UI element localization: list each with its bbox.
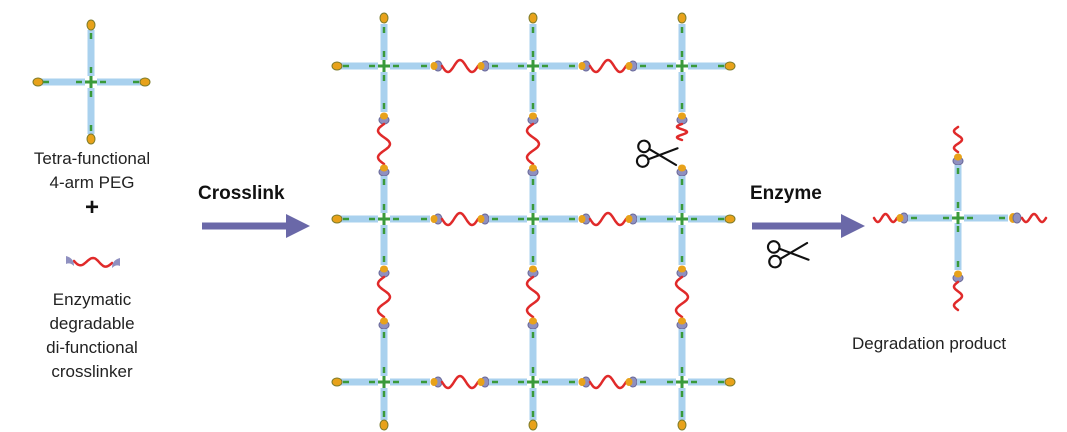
reactive-end <box>380 165 388 172</box>
reactive-end <box>954 154 962 161</box>
reactive-end <box>678 13 686 23</box>
reactive-end <box>725 378 735 386</box>
cleaved-crosslinker-chain <box>677 124 687 140</box>
crosslinker-molecule <box>66 256 120 268</box>
scissors-blade <box>779 246 808 262</box>
scissors-handle <box>636 155 649 168</box>
scissors-handle <box>767 241 780 254</box>
enzyme-arrow-head <box>841 214 865 238</box>
enzyme-arrow-label: Enzyme <box>750 183 822 205</box>
reactive-end <box>431 215 438 223</box>
scissors-blade <box>648 146 677 162</box>
crosslinker-chain <box>590 60 626 72</box>
reactive-end <box>529 420 537 430</box>
reactive-end <box>678 113 686 120</box>
scissors-handle <box>638 140 651 153</box>
residual-crosslinker <box>874 214 897 222</box>
reactive-end <box>529 318 537 325</box>
reactive-end <box>380 420 388 430</box>
reactive-end <box>87 20 95 30</box>
reactive-end <box>626 215 633 223</box>
residual-crosslinker <box>1022 214 1046 222</box>
reactive-end <box>626 62 633 70</box>
plus-sign: + <box>80 197 104 219</box>
reactive-end <box>725 215 735 223</box>
linker-cap <box>112 258 120 268</box>
reactive-end <box>431 62 438 70</box>
reactive-end <box>529 266 537 273</box>
reactive-end <box>678 266 686 273</box>
reactive-end <box>678 318 686 325</box>
crosslinker-chain <box>590 213 626 225</box>
reactive-end <box>380 318 388 325</box>
degradation-product-label: Degradation product <box>852 333 1006 355</box>
reactive-end <box>87 134 95 144</box>
reactive-end <box>529 113 537 120</box>
crosslinker-chain <box>527 277 539 317</box>
scissors-icon <box>767 238 809 268</box>
linker-label-line4: crosslinker <box>2 361 182 383</box>
reactive-end <box>579 215 586 223</box>
crosslinker-chain <box>676 277 688 317</box>
reactive-end <box>678 420 686 430</box>
crosslinker-chain <box>378 124 390 164</box>
degradation-product <box>874 127 1046 310</box>
reactive-end <box>380 13 388 23</box>
reactive-end <box>380 266 388 273</box>
crosslinker-chain <box>442 213 478 225</box>
reactive-end <box>332 378 342 386</box>
crosslink-arrow-label: Crosslink <box>198 183 285 205</box>
scissors-icon <box>636 140 678 170</box>
residual-crosslinker <box>954 127 962 152</box>
monomer-label-line1: Tetra-functional <box>2 148 182 170</box>
linker-cap <box>1013 213 1021 223</box>
crosslinker-chain <box>590 376 626 388</box>
reactive-end <box>954 271 962 278</box>
reactive-end <box>478 215 485 223</box>
reactive-end <box>626 378 633 386</box>
crosslinker-chain <box>378 277 390 317</box>
reactive-end <box>897 214 904 222</box>
reactive-end <box>579 378 586 386</box>
linker-cap <box>66 256 74 266</box>
reactive-end <box>332 62 342 70</box>
reactive-end <box>478 62 485 70</box>
crosslink-arrow-head <box>286 214 310 238</box>
monomer-label-line2: 4-arm PEG <box>2 172 182 194</box>
reactive-end <box>478 378 485 386</box>
reactive-end <box>332 215 342 223</box>
linker-label-line2: degradable <box>2 313 182 335</box>
scissors-handle <box>769 255 782 268</box>
reactive-end <box>579 62 586 70</box>
crosslinker-chain <box>527 124 539 164</box>
crosslinker-chain <box>442 60 478 72</box>
reactive-end <box>380 113 388 120</box>
reactive-end <box>529 165 537 172</box>
residual-crosslinker <box>954 282 962 310</box>
reactive-end <box>529 13 537 23</box>
reactive-end <box>140 78 150 86</box>
reactive-end <box>431 378 438 386</box>
free-crosslinker-chain <box>74 258 112 267</box>
crosslinked-network <box>332 13 735 430</box>
reactive-end <box>678 165 686 172</box>
reactive-end <box>33 78 43 86</box>
crosslinker-chain <box>442 376 478 388</box>
linker-label-line1: Enzymatic <box>2 289 182 311</box>
linker-label-line3: di-functional <box>2 337 182 359</box>
reactive-end <box>725 62 735 70</box>
four-arm-peg-monomer <box>33 20 150 144</box>
